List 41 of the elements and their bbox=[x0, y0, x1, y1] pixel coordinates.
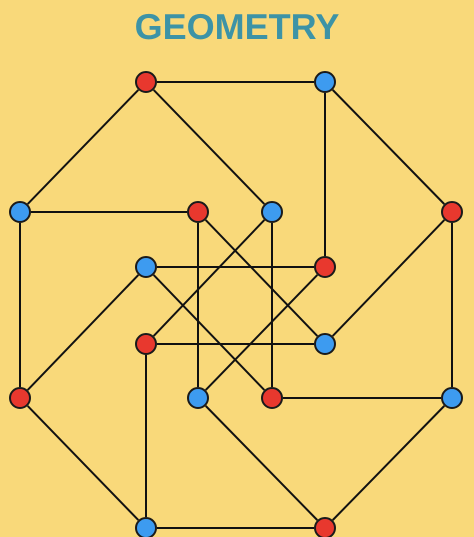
connector-line bbox=[152, 219, 266, 337]
connector-line bbox=[157, 343, 314, 345]
vertex-circle bbox=[314, 256, 336, 278]
vertex-circle bbox=[135, 333, 157, 355]
vertex-circle bbox=[441, 201, 463, 223]
connector-line bbox=[26, 274, 140, 391]
connector-line bbox=[204, 405, 318, 521]
vertex-circle bbox=[261, 387, 283, 409]
vertex-circle bbox=[441, 387, 463, 409]
connector-line bbox=[332, 405, 446, 521]
vertex-circle bbox=[261, 201, 283, 223]
connector-line bbox=[157, 81, 314, 83]
title: GEOMETRY bbox=[134, 6, 340, 48]
connector-line bbox=[283, 397, 441, 399]
vertex-circle bbox=[9, 201, 31, 223]
connector-line bbox=[197, 223, 199, 387]
vertex-circle bbox=[314, 333, 336, 355]
connector-line bbox=[451, 223, 453, 387]
vertex-circle bbox=[9, 387, 31, 409]
connector-line bbox=[157, 266, 314, 268]
connector-line bbox=[19, 223, 21, 387]
vertex-circle bbox=[135, 71, 157, 93]
connector-line bbox=[324, 93, 326, 256]
connector-line bbox=[152, 89, 266, 205]
connector-line bbox=[31, 211, 187, 213]
vertex-circle bbox=[135, 517, 157, 537]
vertex-circle bbox=[314, 517, 336, 537]
connector-line bbox=[157, 527, 314, 529]
connector-line bbox=[204, 219, 318, 337]
connector-line bbox=[271, 223, 273, 387]
connector-line bbox=[152, 274, 266, 391]
vertex-circle bbox=[187, 201, 209, 223]
vertex-circle bbox=[187, 387, 209, 409]
connector-line bbox=[26, 405, 140, 521]
connector-line bbox=[145, 355, 147, 517]
vertex-circle bbox=[314, 71, 336, 93]
connector-line bbox=[26, 89, 140, 205]
connector-line bbox=[204, 274, 318, 391]
connector-line bbox=[332, 89, 446, 205]
connector-line bbox=[332, 219, 446, 337]
vertex-circle bbox=[135, 256, 157, 278]
